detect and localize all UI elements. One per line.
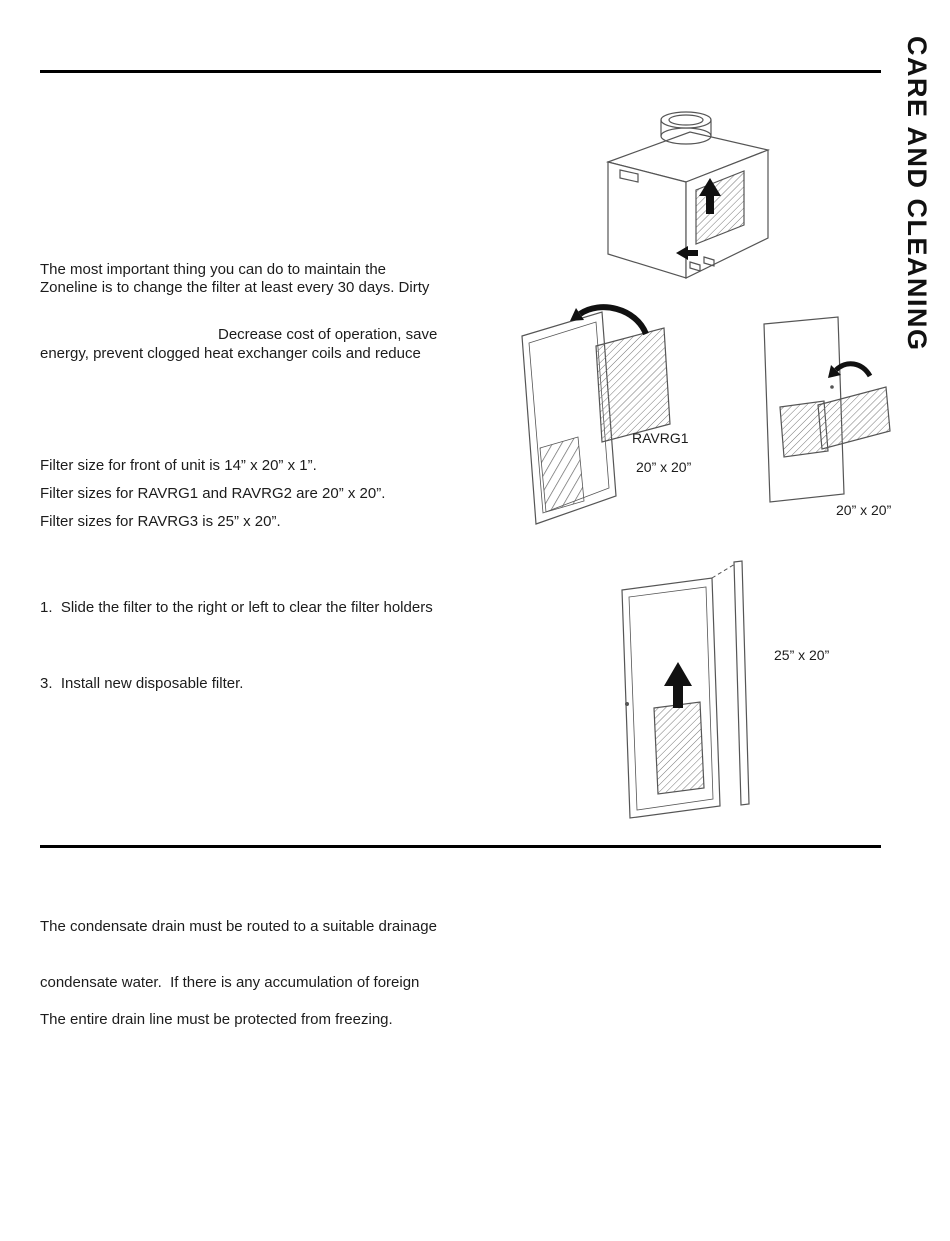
ravrg1-label: RAVRG1: [632, 430, 689, 446]
maintain-text-line-4: energy, prevent clogged heat exchanger c…: [40, 345, 421, 362]
grille-mesh: [779, 400, 829, 458]
drain-text-line-2: condensate water. If there is any accumu…: [40, 974, 420, 991]
unit-filter-illustration: [605, 111, 771, 279]
filter-size-front: Filter size for front of unit is 14” x 2…: [40, 457, 317, 474]
screw-icon: [830, 385, 834, 389]
filter-mesh: [817, 386, 891, 450]
step-1: 1. Slide the filter to the right or left…: [40, 599, 433, 616]
up-arrow-icon: [699, 178, 721, 196]
curved-arrow-icon: [834, 361, 873, 378]
curved-arrow-icon: [578, 304, 649, 336]
maintain-text-line-1: The most important thing you can do to m…: [40, 261, 387, 278]
duct-collar-opening: [668, 114, 704, 126]
ravrg2-grille-illustration: [763, 316, 891, 503]
section-divider-middle: [40, 845, 881, 848]
ravrg2-size-label: 20” x 20”: [836, 502, 892, 518]
unit-label-plate: [619, 169, 639, 183]
drain-text-line-1: The condensate drain must be routed to a…: [40, 918, 437, 935]
ravrg3-door-illustration: [621, 560, 750, 819]
maintain-text-line-3: Decrease cost of operation, save: [218, 326, 438, 343]
ravrg1-panel-illustration: [521, 304, 671, 525]
ravrg3-size-label: 25” x 20”: [774, 647, 830, 663]
step-3: 3. Install new disposable filter.: [40, 675, 244, 692]
grille-mesh: [653, 701, 705, 795]
maintain-text-line-2: Zoneline is to change the filter at leas…: [40, 279, 430, 296]
panel-louvers: [539, 436, 585, 513]
drain-text-line-3: The entire drain line must be protected …: [40, 1011, 393, 1028]
filter-size-ravrg1-2: Filter sizes for RAVRG1 and RAVRG2 are 2…: [40, 485, 386, 502]
filter-size-ravrg3: Filter sizes for RAVRG3 is 25” x 20”.: [40, 513, 281, 530]
page-title: CARE AND CLEANING: [902, 36, 932, 352]
screw-icon: [625, 702, 629, 706]
unit-front-face: [607, 161, 687, 279]
left-arrow-icon: [676, 246, 688, 260]
filter-edge-strip: [733, 560, 750, 806]
ravrg1-size-label: 20” x 20”: [636, 459, 692, 475]
up-arrow-icon: [664, 662, 692, 686]
alignment-dashed-line: [711, 563, 736, 579]
filter-mesh: [595, 327, 671, 443]
section-divider-top: [40, 70, 881, 73]
